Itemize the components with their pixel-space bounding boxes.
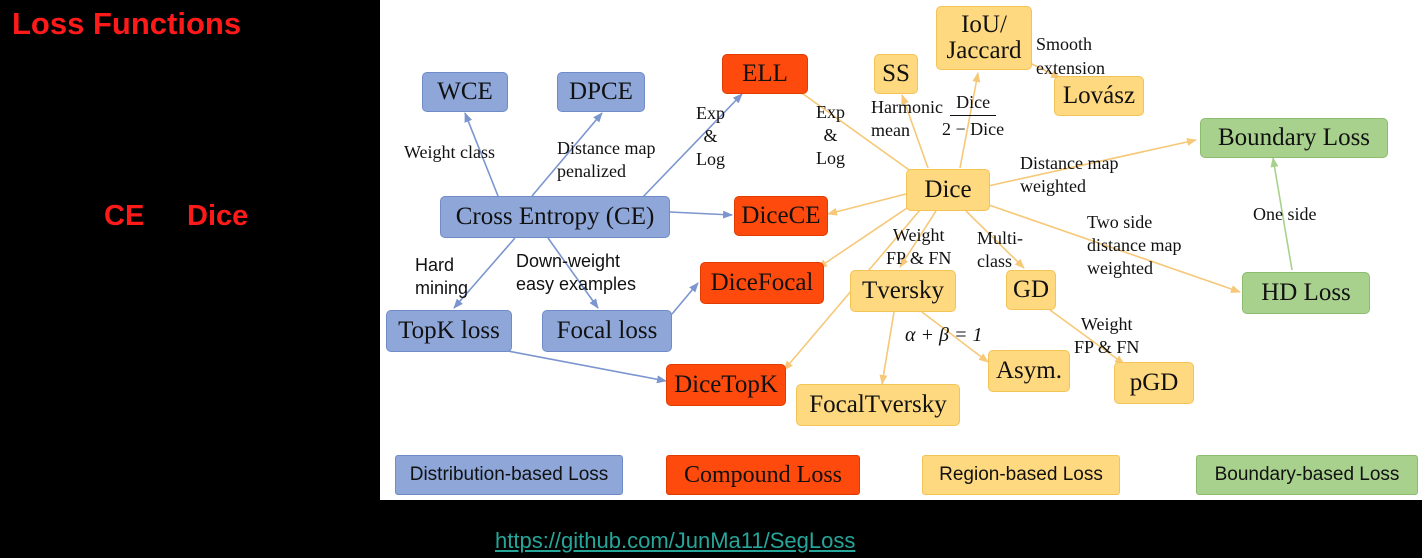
node-iou-line1: IoU/	[961, 11, 1007, 38]
label-harmonic-mean-line1: Harmonic	[871, 97, 943, 117]
edge-dice-hd	[985, 203, 1241, 293]
label-down-weight-line2: easy examples	[516, 274, 637, 294]
edge-dice-iou	[959, 72, 981, 169]
node-iou-jaccard: IoU/ Jaccard	[936, 6, 1032, 70]
dice-label: Dice	[187, 200, 249, 232]
legend-distribution: Distribution-based Loss	[395, 455, 623, 495]
node-dice: Dice	[906, 169, 990, 211]
node-pgd: pGD	[1114, 362, 1194, 404]
edge-ce-dpce	[531, 112, 603, 197]
node-ell: ELL	[722, 54, 808, 94]
dice-formula-denominator: 2 − Dice	[942, 119, 1005, 139]
label-multi-class-line1: Multi-	[977, 228, 1024, 248]
label-distance-map-weighted-line1: Distance map	[1020, 153, 1119, 173]
label-two-side-line3: weighted	[1087, 258, 1153, 278]
label-exp-log-left-line1: Exp	[696, 103, 725, 123]
edge-ce-ell	[639, 93, 743, 201]
label-distance-map-penalized: Distance map penalized	[557, 137, 655, 183]
edge-tversky-focaltversky	[879, 311, 895, 385]
node-iou-line2: Jaccard	[946, 37, 1022, 64]
label-hard-mining: Hard mining	[415, 254, 468, 300]
edge-dice-dicece	[827, 193, 907, 216]
label-weight-fp-fn-line1: Weight	[892, 225, 945, 245]
node-boundary-loss: Boundary Loss	[1200, 118, 1388, 158]
label-weight-fp-fn-gd-line2: FP & FN	[1074, 337, 1140, 357]
edge-dice-gd	[965, 210, 1025, 269]
label-distance-map-penalized-line2: penalized	[557, 161, 626, 181]
label-exp-log-left-line2: &	[703, 126, 718, 146]
node-dpce: DPCE	[557, 72, 645, 112]
label-weight-class: Weight class	[404, 142, 496, 162]
label-smooth-extension: Smooth extension	[1036, 32, 1105, 80]
node-hd-loss: HD Loss	[1242, 272, 1370, 314]
label-exp-log-right-line1: Exp	[816, 102, 845, 122]
label-distance-map-weighted: Distance map weighted	[1020, 152, 1118, 198]
label-exp-log-right: Exp & Log	[816, 101, 845, 170]
label-two-side: Two side distance map weighted	[1087, 211, 1181, 280]
label-smooth-line1: Smooth	[1036, 34, 1093, 54]
node-ss: SS	[874, 54, 918, 94]
edge-ce-dicece	[669, 210, 733, 219]
node-focaltversky: FocalTversky	[796, 384, 960, 426]
edge-dice-ell	[791, 85, 913, 173]
edge-topk-dicetopk	[507, 350, 667, 384]
node-asym: Asym.	[988, 350, 1070, 392]
label-two-side-line2: distance map	[1087, 235, 1182, 255]
edge-ce-focal	[547, 237, 599, 309]
label-harmonic-mean-line2: mean	[871, 120, 910, 140]
legend-boundary: Boundary-based Loss	[1196, 455, 1418, 495]
node-topk: TopK loss	[386, 310, 512, 352]
node-tversky: Tversky	[850, 270, 956, 312]
label-multi-class-line2: class	[977, 251, 1012, 271]
node-dicefocal: DiceFocal	[700, 262, 824, 304]
edge-hd-boundary	[1270, 157, 1293, 271]
label-smooth-line2: extension	[1036, 58, 1105, 78]
node-dicetopk: DiceTopK	[666, 364, 786, 406]
label-weight-fp-fn-gd-line1: Weight	[1080, 314, 1133, 334]
label-weight-fp-fn-gd: Weight FP & FN	[1074, 313, 1139, 359]
edge-tversky-asym	[921, 311, 989, 363]
label-alpha-beta: α + β = 1	[905, 324, 983, 346]
legend-compound: Compound Loss	[666, 455, 860, 495]
edge-ce-wce	[464, 112, 499, 197]
slide-title: Loss Functions	[12, 6, 242, 41]
label-multi-class: Multi- class	[977, 227, 1023, 273]
node-wce: WCE	[422, 72, 508, 112]
dice-formula-numerator: Dice	[950, 92, 997, 116]
node-focal: Focal loss	[542, 310, 672, 352]
label-weight-fp-fn: Weight FP & FN	[886, 224, 951, 270]
loss-diagram-panel: WCE DPCE ELL SS IoU/ Jaccard Lovász Boun…	[380, 0, 1422, 500]
label-two-side-line1: Two side	[1087, 212, 1153, 232]
edge-dice-tversky	[899, 210, 937, 268]
edge-gd-pgd	[1049, 309, 1125, 365]
label-hard-mining-line2: mining	[415, 278, 469, 298]
label-down-weight: Down-weight easy examples	[516, 250, 636, 296]
edge-dice-boundary	[987, 138, 1197, 187]
node-lovasz: Lovász	[1054, 76, 1144, 116]
label-exp-log-right-line3: Log	[816, 148, 845, 168]
label-harmonic-mean: Harmonic mean	[871, 96, 943, 142]
label-exp-log-left-line3: Log	[696, 149, 725, 169]
legend-region: Region-based Loss	[922, 455, 1120, 495]
label-distance-map-penalized-line1: Distance map	[557, 138, 656, 158]
label-exp-log-right-line2: &	[823, 125, 838, 145]
edge-dice-ss	[901, 94, 929, 169]
label-distance-map-weighted-line2: weighted	[1020, 176, 1086, 196]
label-weight-fp-fn-line2: FP & FN	[886, 248, 952, 268]
edge-ce-topk	[453, 237, 516, 309]
label-one-side: One side	[1253, 204, 1317, 224]
dice-formula: Dice 2 − Dice	[942, 92, 1004, 140]
label-hard-mining-line1: Hard	[415, 255, 455, 275]
seg-loss-github-link[interactable]: https://github.com/JunMa11/SegLoss	[495, 528, 856, 553]
label-down-weight-line1: Down-weight	[516, 251, 621, 271]
node-gd: GD	[1006, 270, 1056, 310]
node-dicece: DiceCE	[734, 196, 828, 236]
label-exp-log-left: Exp & Log	[696, 102, 725, 171]
edge-focal-dicefocal	[671, 282, 699, 315]
ce-label: CE	[104, 200, 145, 232]
node-cross-entropy: Cross Entropy (CE)	[440, 196, 670, 238]
edge-dice-dicefocal	[817, 205, 911, 269]
